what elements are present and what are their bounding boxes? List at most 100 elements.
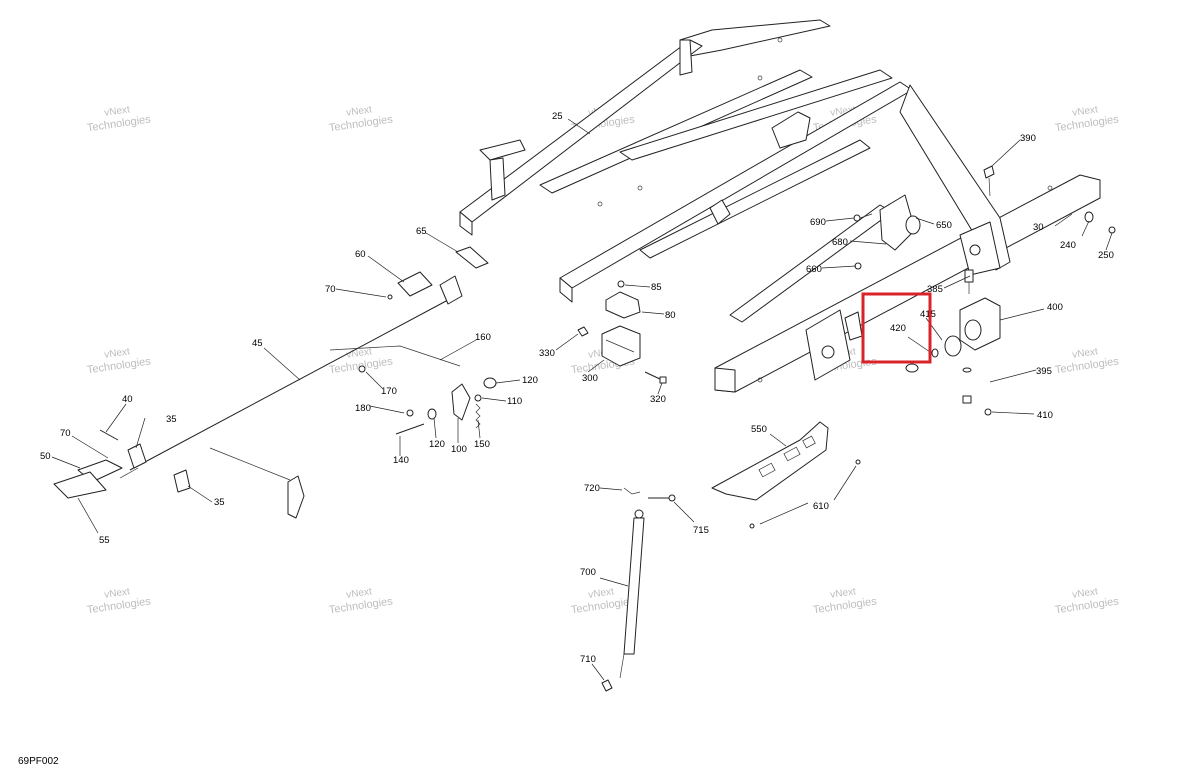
callout-420: 420 <box>890 323 906 334</box>
watermark: vNext Technologies <box>1054 104 1120 134</box>
bushing-120-lower <box>427 408 437 420</box>
highlight-box-420 <box>861 292 932 364</box>
nut-710 <box>601 679 613 692</box>
callout-180: 180 <box>355 403 371 414</box>
watermark: vNext Technologies <box>86 104 152 134</box>
bushing-385 <box>964 269 974 294</box>
svg-text:vNext: vNext <box>346 104 373 118</box>
callout-650: 650 <box>936 220 952 231</box>
bolt-610 <box>749 459 861 529</box>
svg-text:vNext: vNext <box>1072 104 1099 118</box>
nut-395 <box>962 395 972 404</box>
callout-55: 55 <box>99 535 110 546</box>
callout-65: 65 <box>416 226 427 237</box>
svg-text:vNext: vNext <box>588 586 615 600</box>
callout-715: 715 <box>693 525 709 536</box>
callout-150: 150 <box>474 439 490 450</box>
latch-mechanism-lower <box>209 447 305 519</box>
callout-390: 390 <box>1020 133 1036 144</box>
bolt-85 <box>617 280 625 288</box>
svg-text:vNext: vNext <box>104 104 131 118</box>
callout-240: 240 <box>1060 240 1076 251</box>
svg-text:vNext: vNext <box>346 346 373 360</box>
callout-25: 25 <box>552 111 563 122</box>
watermark: vNext Technologies <box>86 346 152 376</box>
callout-140: 140 <box>393 455 409 466</box>
svg-text:vNext: vNext <box>346 586 373 600</box>
callout-395: 395 <box>1036 366 1052 377</box>
callout-110: 110 <box>507 396 522 407</box>
callout-35-upper: 35 <box>166 414 177 425</box>
rod-45 <box>119 299 449 479</box>
callout-85: 85 <box>651 282 662 293</box>
spring-150 <box>475 403 481 429</box>
latch-300 <box>601 325 641 367</box>
callout-160: 160 <box>475 332 491 343</box>
callout-410: 410 <box>1037 410 1053 421</box>
callout-690: 690 <box>810 217 826 228</box>
nut-170 <box>358 365 366 373</box>
pin-40 <box>99 429 119 441</box>
callout-710: 710 <box>580 654 596 665</box>
latch-plate-650 <box>879 194 921 251</box>
clip-110 <box>474 394 482 402</box>
callout-120-lower: 120 <box>429 439 445 450</box>
callout-170: 170 <box>381 386 397 397</box>
handle-assembly-60 <box>397 271 463 305</box>
callout-120-upper: 120 <box>522 375 538 386</box>
washer-395 <box>962 367 972 373</box>
callout-45: 45 <box>252 338 263 349</box>
callout-550: 550 <box>751 424 767 435</box>
bushing-420 <box>931 335 962 358</box>
watermark: vNext Technologies <box>86 586 152 616</box>
bolt-140 <box>395 423 425 435</box>
callout-250: 250 <box>1098 250 1114 261</box>
link-100 <box>451 383 471 421</box>
callout-100: 100 <box>451 444 467 455</box>
callout-415: 415 <box>920 309 936 320</box>
callout-400: 400 <box>1047 302 1063 313</box>
callout-30: 30 <box>1033 222 1044 233</box>
bumper-80 <box>605 291 641 319</box>
callout-700: 700 <box>580 567 596 578</box>
watermark: vNext Technologies <box>328 104 394 134</box>
svg-text:vNext: vNext <box>830 586 857 600</box>
callout-70-upper: 70 <box>325 284 336 295</box>
bracket-35-upper <box>127 443 147 469</box>
callout-50: 50 <box>40 451 51 462</box>
svg-text:vNext: vNext <box>104 346 131 360</box>
callout-300: 300 <box>582 373 598 384</box>
bolt-70 <box>387 294 393 300</box>
callout-720: 720 <box>584 483 600 494</box>
bracket-35-lower <box>173 469 191 493</box>
frame-assembly <box>459 19 1101 393</box>
rod-160 <box>329 345 461 367</box>
panel-550 <box>711 421 829 501</box>
watermark: vNext Technologies <box>328 586 394 616</box>
svg-text:vNext: vNext <box>104 586 131 600</box>
callout-35-lower: 35 <box>214 497 225 508</box>
bolt-390 <box>983 165 995 197</box>
svg-text:vNext: vNext <box>1072 586 1099 600</box>
callout-660: 660 <box>806 264 822 275</box>
callout-40: 40 <box>122 394 133 405</box>
callout-610: 610 <box>813 501 829 512</box>
callout-385: 385 <box>927 284 943 295</box>
callout-680: 680 <box>832 237 848 248</box>
nut-330 <box>577 326 589 337</box>
pin-715 <box>648 494 676 502</box>
watermark: vNext Technologies <box>1054 586 1120 616</box>
callout-80: 80 <box>665 310 676 321</box>
callout-320: 320 <box>650 394 666 405</box>
watermark: vNext Technologies <box>570 586 636 616</box>
figure-code: 69PF002 <box>18 756 59 767</box>
watermark: vNext Technologies <box>812 586 878 616</box>
bolt-320 <box>644 371 667 384</box>
bolt-250 <box>1108 226 1116 234</box>
nut-180 <box>406 409 414 417</box>
handle-55 <box>53 471 107 499</box>
callout-labels: 25 30 35 35 40 45 50 55 60 65 70 70 80 8… <box>40 111 1114 665</box>
callout-70-lower: 70 <box>60 428 71 439</box>
clip-720 <box>623 487 641 495</box>
